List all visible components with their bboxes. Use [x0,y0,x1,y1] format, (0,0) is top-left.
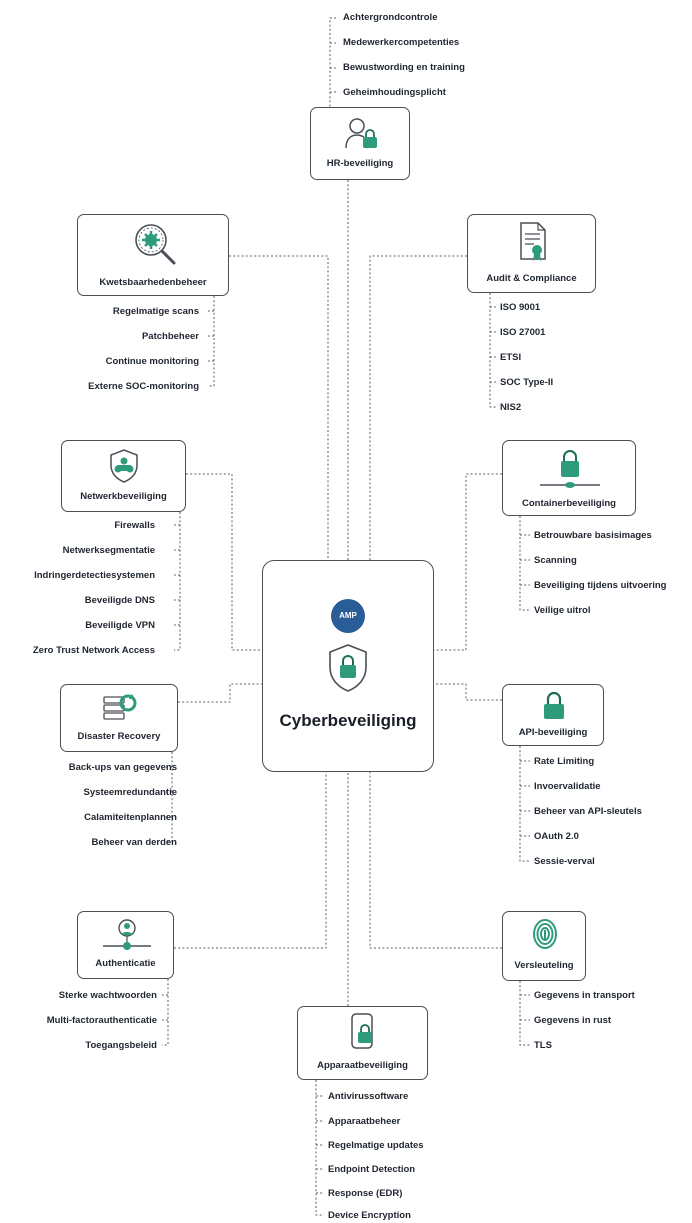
hr-item: Medewerkercompetenties [343,37,460,48]
node-authenticatie: Authenticatie [77,911,174,979]
versl-item: Gegevens in transport [534,990,635,1001]
apparaat-item: Apparaatbeheer [328,1116,401,1127]
node-netwerk-title: Netwerkbeveiliging [80,491,167,502]
audit-item: ETSI [500,352,522,363]
api-item: Rate Limiting [534,756,595,767]
shield-lock-icon [329,644,367,692]
node-apparaatbeveiliging: Apparaatbeveiliging [297,1006,428,1080]
connector-line [519,981,530,1046]
connector-line [329,17,336,93]
server-recovery-icon [103,694,137,720]
api-item: Sessie-verval [534,856,595,867]
audit-item: NIS2 [500,402,522,413]
auth-item: Toegangsbeleid [85,1040,157,1051]
container-item: Betrouwbare basisimages [534,530,652,541]
node-containerbeveiliging: Containerbeveiliging [502,440,636,516]
netwerk-item: Netwerksegmentatie [62,545,155,556]
disaster-item: Calamiteitenplannen [84,812,177,823]
disaster-item: Systeemredundantie [83,787,177,798]
apparaat-item: Device Encryption [328,1210,411,1221]
connector-line [174,512,181,651]
kwets-item: Regelmatige scans [112,306,199,317]
kwets-item: Externe SOC-monitoring [88,381,199,392]
hr-item: Bewustwording en training [343,62,465,73]
user-network-icon [103,919,151,950]
auth-item: Multi-factorauthenticatie [46,1015,157,1026]
netwerk-item: Zero Trust Network Access [32,645,155,656]
audit-item: SOC Type-II [500,377,554,388]
connector-line [315,1080,324,1216]
apparaat-item: Antivirussoftware [328,1091,409,1102]
node-api-title: API-beveiliging [518,727,588,738]
api-item: Invoervalidatie [534,781,601,792]
netwerk-item: Indringerdetectiesystemen [34,570,155,581]
connector-line [186,473,262,651]
magnifier-gear-icon [135,224,176,265]
node-disaster-title: Disaster Recovery [77,731,161,742]
connector-line [434,473,502,651]
netwerk-item: Beveiligde VPN [85,620,155,631]
node-hr: HR-beveiliging [310,107,410,180]
fingerprint-icon [533,919,557,949]
node-netwerkbeveiliging: Netwerkbeveiliging [61,440,186,512]
audit-item: ISO 27001 [500,327,546,338]
phone-lock-icon [351,1013,373,1049]
shield-network-icon [110,449,138,483]
hr-item: Geheimhoudingsplicht [343,87,446,98]
api-item: OAuth 2.0 [534,831,579,842]
kwets-item: Patchbeheer [141,331,199,342]
apparaat-item: Regelmatige updates [328,1140,424,1151]
connector-line [369,772,502,949]
connector-line [229,255,329,560]
certificate-icon [520,222,546,261]
node-auth-title: Authenticatie [95,958,156,969]
node-container-title: Containerbeveiliging [522,498,616,509]
amp-logo: AMP [331,599,365,633]
connector-line [519,746,530,862]
node-hr-title: HR-beveiliging [326,158,394,169]
hr-item: Achtergrondcontrole [343,12,438,23]
audit-item: ISO 9001 [500,302,541,313]
node-versleuteling: Versleuteling [502,911,586,981]
node-versl-title: Versleuteling [514,960,574,971]
versl-item: Gegevens in rust [534,1015,612,1026]
disaster-item: Beheer van derden [91,837,177,848]
node-audit-compliance: Audit & Compliance [467,214,596,293]
container-item: Scanning [534,555,577,566]
container-item: Veilige uitrol [534,605,591,616]
center-title: Cyberbeveiliging [279,711,417,730]
connector-line [162,979,169,1046]
kwets-item: Continue monitoring [105,356,199,367]
node-audit-title: Audit & Compliance [486,273,577,284]
auth-item: Sterke wachtwoorden [58,990,157,1001]
versl-item: TLS [534,1040,552,1051]
node-kwets-title: Kwetsbaarhedenbeheer [99,277,207,288]
connector-line [208,296,215,387]
node-disaster-recovery: Disaster Recovery [60,684,178,752]
node-kwetsbaarhedenbeheer: Kwetsbaarhedenbeheer [77,214,229,296]
container-lock-icon [540,450,600,488]
container-item: Beveiliging tijdens uitvoering [534,580,667,591]
connector-line [166,752,173,843]
netwerk-item: Firewalls [114,520,155,531]
connector-line [489,293,496,408]
person-lock-icon [345,118,377,149]
lock-icon [544,691,564,719]
netwerk-item: Beveiligde DNS [84,595,155,606]
apparaat-item: Response (EDR) [328,1188,403,1199]
node-api-beveiliging: API-beveiliging [502,684,604,746]
api-item: Beheer van API-sleutels [534,806,642,817]
connector-line [178,683,262,703]
connector-line [434,683,502,701]
connector-line [519,516,530,611]
apparaat-item: Endpoint Detection [328,1164,416,1175]
center-node: AMP Cyberbeveiliging [262,560,434,772]
connector-line [369,255,467,560]
disaster-item: Back-ups van gegevens [68,762,177,773]
connector-line [174,772,327,949]
node-apparaat-title: Apparaatbeveiliging [317,1060,408,1071]
